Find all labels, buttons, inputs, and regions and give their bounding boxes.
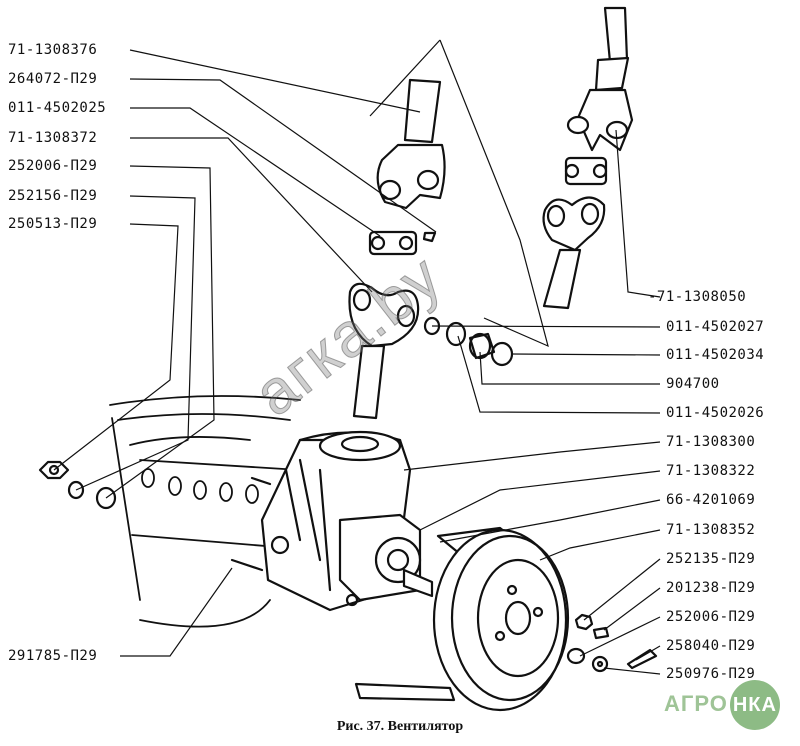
- label-left-5: 252006-П29: [8, 158, 98, 174]
- label-left-2: 264072-П29: [8, 71, 98, 87]
- label-left-3: 011-4502025: [8, 100, 107, 116]
- radiator-shroud: [109, 395, 301, 628]
- label-right-7: 71-1308322: [666, 463, 756, 479]
- label-right-9: 71-1308352: [666, 522, 756, 538]
- middle-yoke: [348, 282, 420, 420]
- left-cross: [368, 230, 437, 256]
- label-left-7: 250513-П29: [8, 216, 98, 232]
- left-fasteners: [38, 460, 117, 510]
- label-right-11: 201238-П29: [666, 580, 756, 596]
- pump-housing: [230, 430, 434, 612]
- upper-cross: [564, 156, 608, 186]
- right-yoke: [542, 196, 606, 310]
- upper-driveshaft: [566, 6, 634, 152]
- label-bottom-left: 291785-П29: [8, 648, 98, 664]
- label-right-3: 011-4502034: [666, 347, 765, 363]
- label-right-5: 011-4502026: [666, 405, 765, 421]
- label-left-1: 71-1308376: [8, 42, 98, 58]
- label-left-6: 252156-П29: [8, 188, 98, 204]
- label-right-8: 66-4201069: [666, 492, 756, 508]
- label-right-6: 71-1308300: [666, 434, 756, 450]
- fan-pulley: [354, 526, 570, 712]
- label-right-14: 250976-П29: [666, 666, 756, 682]
- label-right-2: 011-4502027: [666, 319, 765, 335]
- label-right-12: 252006-П29: [666, 609, 756, 625]
- left-driveshaft: [376, 78, 446, 210]
- label-left-4: 71-1308372: [8, 130, 98, 146]
- logo-text-left: АГРО: [664, 690, 728, 716]
- figure-caption: Рис. 37. Вентилятор: [336, 719, 464, 734]
- logo-circle: НКА: [729, 680, 780, 730]
- label-right-13: 258040-П29: [666, 638, 756, 654]
- right-fasteners: [566, 613, 658, 673]
- label-right-4: 904700: [666, 376, 720, 392]
- label-right-1: -71-1308050: [648, 289, 747, 305]
- label-right-10: 252135-П29: [666, 551, 756, 567]
- leader-lines: [53, 39, 661, 675]
